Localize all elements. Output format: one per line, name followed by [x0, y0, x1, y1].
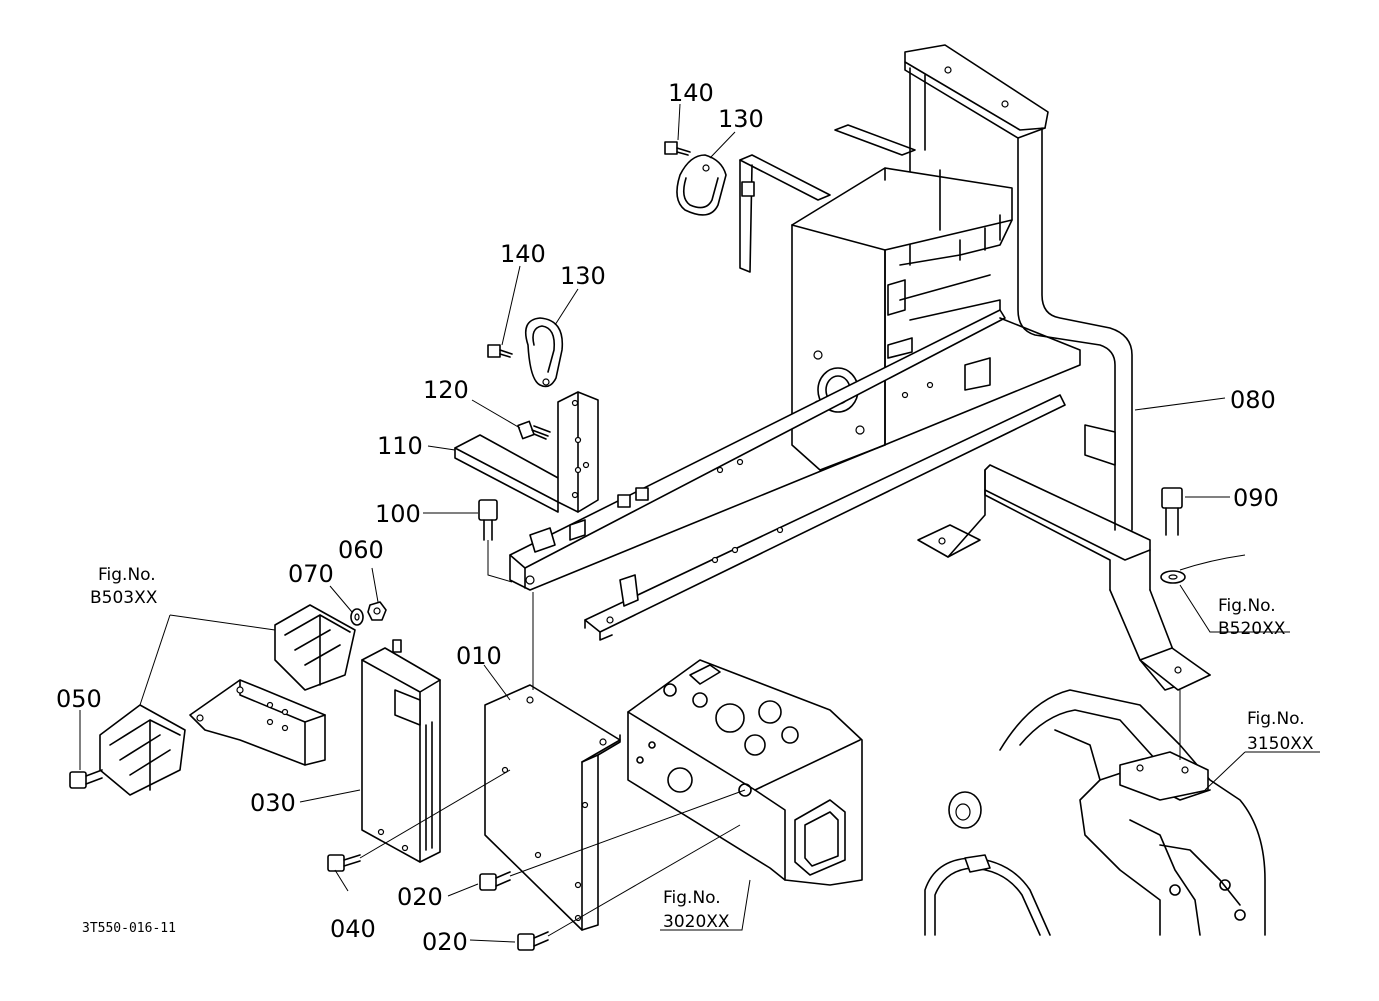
bolt-140-upper [664, 141, 691, 156]
ref-3020-line1: Fig.No. [663, 888, 721, 908]
sensor-unit-right [274, 604, 356, 691]
flywheel-housing [924, 689, 1266, 936]
bracket-110 [454, 391, 599, 513]
clamp-130-upper [676, 154, 727, 216]
ref-b503-line1: Fig.No. [98, 565, 156, 585]
sensor-unit-left [99, 704, 186, 796]
label-080: 080 [1230, 386, 1276, 414]
label-130-lower: 130 [560, 262, 606, 290]
leader-lines [79, 103, 1320, 943]
bolt-040 [327, 769, 511, 872]
label-070: 070 [288, 560, 334, 588]
plate-010 [484, 684, 621, 931]
bolt-020-upper [479, 789, 746, 891]
label-140-upper: 140 [668, 79, 714, 107]
label-030: 030 [250, 789, 296, 817]
frame-080 [739, 44, 1211, 691]
ref-b520-line2: B520XX [1218, 619, 1286, 639]
sensor-bracket [189, 679, 326, 766]
drawing-code: 3T550-016-11 [82, 921, 176, 936]
label-090: 090 [1233, 484, 1279, 512]
label-010: 010 [456, 642, 502, 670]
bolt-100 [478, 499, 513, 583]
ref-b520-line1: Fig.No. [1218, 596, 1276, 616]
cover-030 [361, 639, 441, 863]
bolt-020-lower [517, 824, 741, 951]
engine-block [627, 659, 863, 886]
nut-060 [367, 601, 387, 621]
clamp-130-lower [524, 317, 564, 388]
ref-3020-line2: 3020XX [663, 912, 730, 932]
ref-3150-line2: 3150XX [1247, 734, 1314, 754]
label-020-lower: 020 [422, 928, 468, 956]
label-040: 040 [330, 915, 376, 943]
part-labels: 140 130 140 130 120 110 100 080 090 060 … [56, 79, 1279, 956]
label-140-lower: 140 [500, 240, 546, 268]
bolt-120 [517, 420, 551, 440]
label-050: 050 [56, 685, 102, 713]
bolt-050 [69, 769, 103, 789]
label-110: 110 [377, 432, 423, 460]
figure-references: Fig.No. B503XX Fig.No. B520XX Fig.No. 31… [90, 565, 1314, 932]
washer-070 [350, 608, 364, 626]
ref-3150-line1: Fig.No. [1247, 709, 1305, 729]
label-100: 100 [375, 500, 421, 528]
label-130-upper: 130 [718, 105, 764, 133]
label-060: 060 [338, 536, 384, 564]
rails [509, 309, 1081, 641]
label-120: 120 [423, 376, 469, 404]
bolt-090 [1160, 487, 1246, 584]
label-020-upper: 020 [397, 883, 443, 911]
bolt-140-lower [487, 344, 513, 358]
ref-b503-line2: B503XX [90, 588, 158, 608]
